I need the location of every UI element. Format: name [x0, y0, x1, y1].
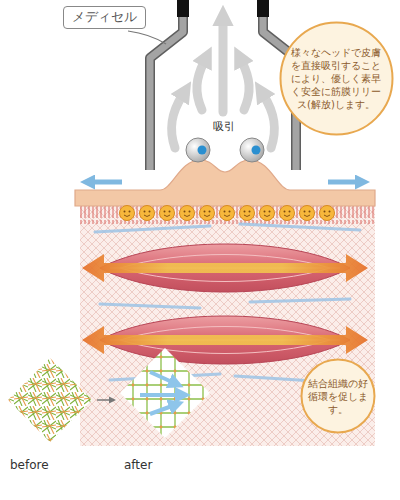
- callout-circle: 結合組織の好循環を促します。: [300, 358, 376, 434]
- cells: [120, 206, 335, 221]
- medicell-device: [150, 0, 296, 170]
- tissue-before: [8, 358, 92, 442]
- tissue-after: [120, 348, 210, 438]
- suction-label: 吸引: [211, 120, 237, 133]
- text-group: 様々なヘッドで皮膚を直接吸引することにより、優しく素早く安全に筋膜リリース(解放…: [290, 46, 382, 111]
- callout-text: 結合組織の好循環を促します。: [308, 377, 368, 416]
- skin-arrows: [92, 180, 358, 185]
- device-label-box: メディセル: [63, 6, 146, 29]
- callout-outline: [280, 22, 392, 134]
- roller-balls: [186, 138, 264, 162]
- capillaries: [80, 204, 375, 224]
- text-group: メディセル: [72, 9, 137, 26]
- stretch-arrows: [82, 254, 368, 354]
- before-label: before: [10, 458, 49, 472]
- after-label: after: [124, 458, 152, 472]
- callout-circle: 様々なヘッドで皮膚を直接吸引することにより、優しく素早く安全に筋膜リリース(解放…: [279, 21, 394, 136]
- suction-arrows: [171, 22, 274, 148]
- skin-layer: [75, 160, 375, 206]
- leader-line: [128, 31, 166, 44]
- fascia-streaks: [95, 224, 360, 382]
- before-after-arrow: [97, 399, 110, 401]
- text-group: 結合組織の好循環を促します。: [308, 377, 368, 416]
- box-label: メディセル: [72, 9, 137, 26]
- callout-text: 様々なヘッドで皮膚を直接吸引することにより、優しく素早く安全に筋膜リリース(解放…: [290, 46, 382, 111]
- callout-outline: [302, 360, 375, 433]
- dermis: [80, 204, 375, 446]
- muscle-fibers: [100, 244, 350, 364]
